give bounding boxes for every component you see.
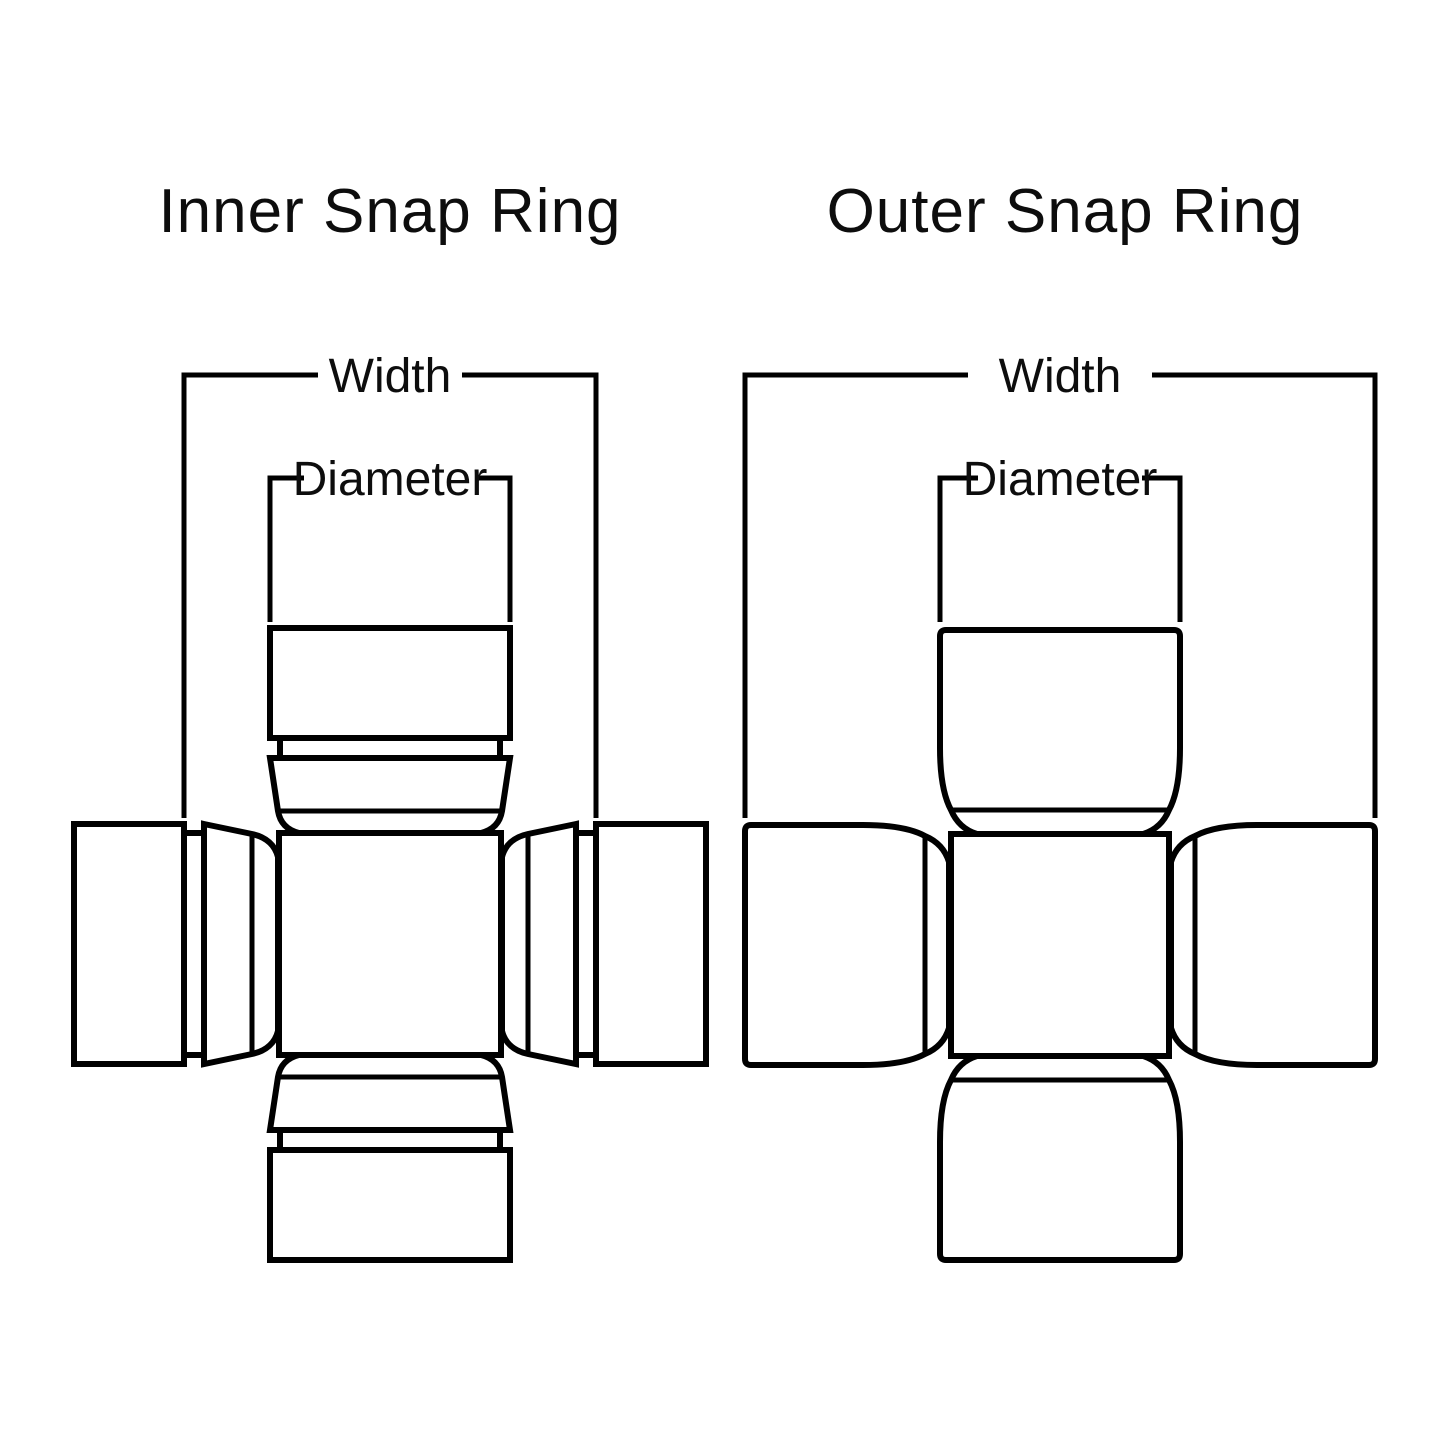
seal-bottom — [266, 1052, 514, 1133]
seal-right — [499, 820, 579, 1068]
bearing-cap-bottom — [267, 1147, 513, 1263]
bearing-cap-right — [1168, 822, 1378, 1068]
outer-width-label: Width — [999, 350, 1122, 403]
outer-diameter-dimension: Diameter — [937, 453, 1183, 622]
width-dimension-line-right — [1152, 372, 1378, 818]
inner-diameter-label: Diameter — [293, 453, 488, 506]
diameter-dimension-line-right — [476, 475, 513, 622]
bearing-cap-bottom — [937, 1053, 1183, 1263]
bearing-cap-top — [267, 625, 513, 741]
inner-width-label: Width — [329, 350, 452, 403]
center-body — [948, 831, 1172, 1059]
seal-top — [266, 755, 514, 836]
bearing-cap-left — [71, 821, 187, 1067]
bearing-cap-right — [593, 821, 709, 1067]
outer-diagram-title: Outer Snap Ring — [827, 177, 1304, 246]
outer-diameter-label: Diameter — [963, 453, 1158, 506]
width-dimension-line-left — [742, 372, 968, 818]
width-dimension-line-right — [462, 372, 599, 818]
bearing-cap-top — [937, 627, 1183, 837]
width-dimension-line-left — [181, 372, 318, 818]
inner-width-dimension: Width — [181, 350, 599, 818]
seal-left — [201, 820, 281, 1068]
outer-width-dimension: Width — [742, 350, 1378, 818]
inner-diameter-dimension: Diameter — [267, 453, 513, 622]
diameter-dimension-line-left — [937, 475, 978, 622]
inner-diagram-title: Inner Snap Ring — [158, 177, 621, 246]
center-body — [276, 830, 504, 1058]
outer-snap-ring-diagram: Outer Snap Ring Width Diameter — [742, 177, 1378, 1263]
inner-snap-ring-diagram: Inner Snap Ring Width Diameter — [71, 177, 709, 1263]
diameter-dimension-line-right — [1142, 475, 1183, 622]
diameter-dimension-line-left — [267, 475, 304, 622]
bearing-cap-left — [742, 822, 952, 1068]
